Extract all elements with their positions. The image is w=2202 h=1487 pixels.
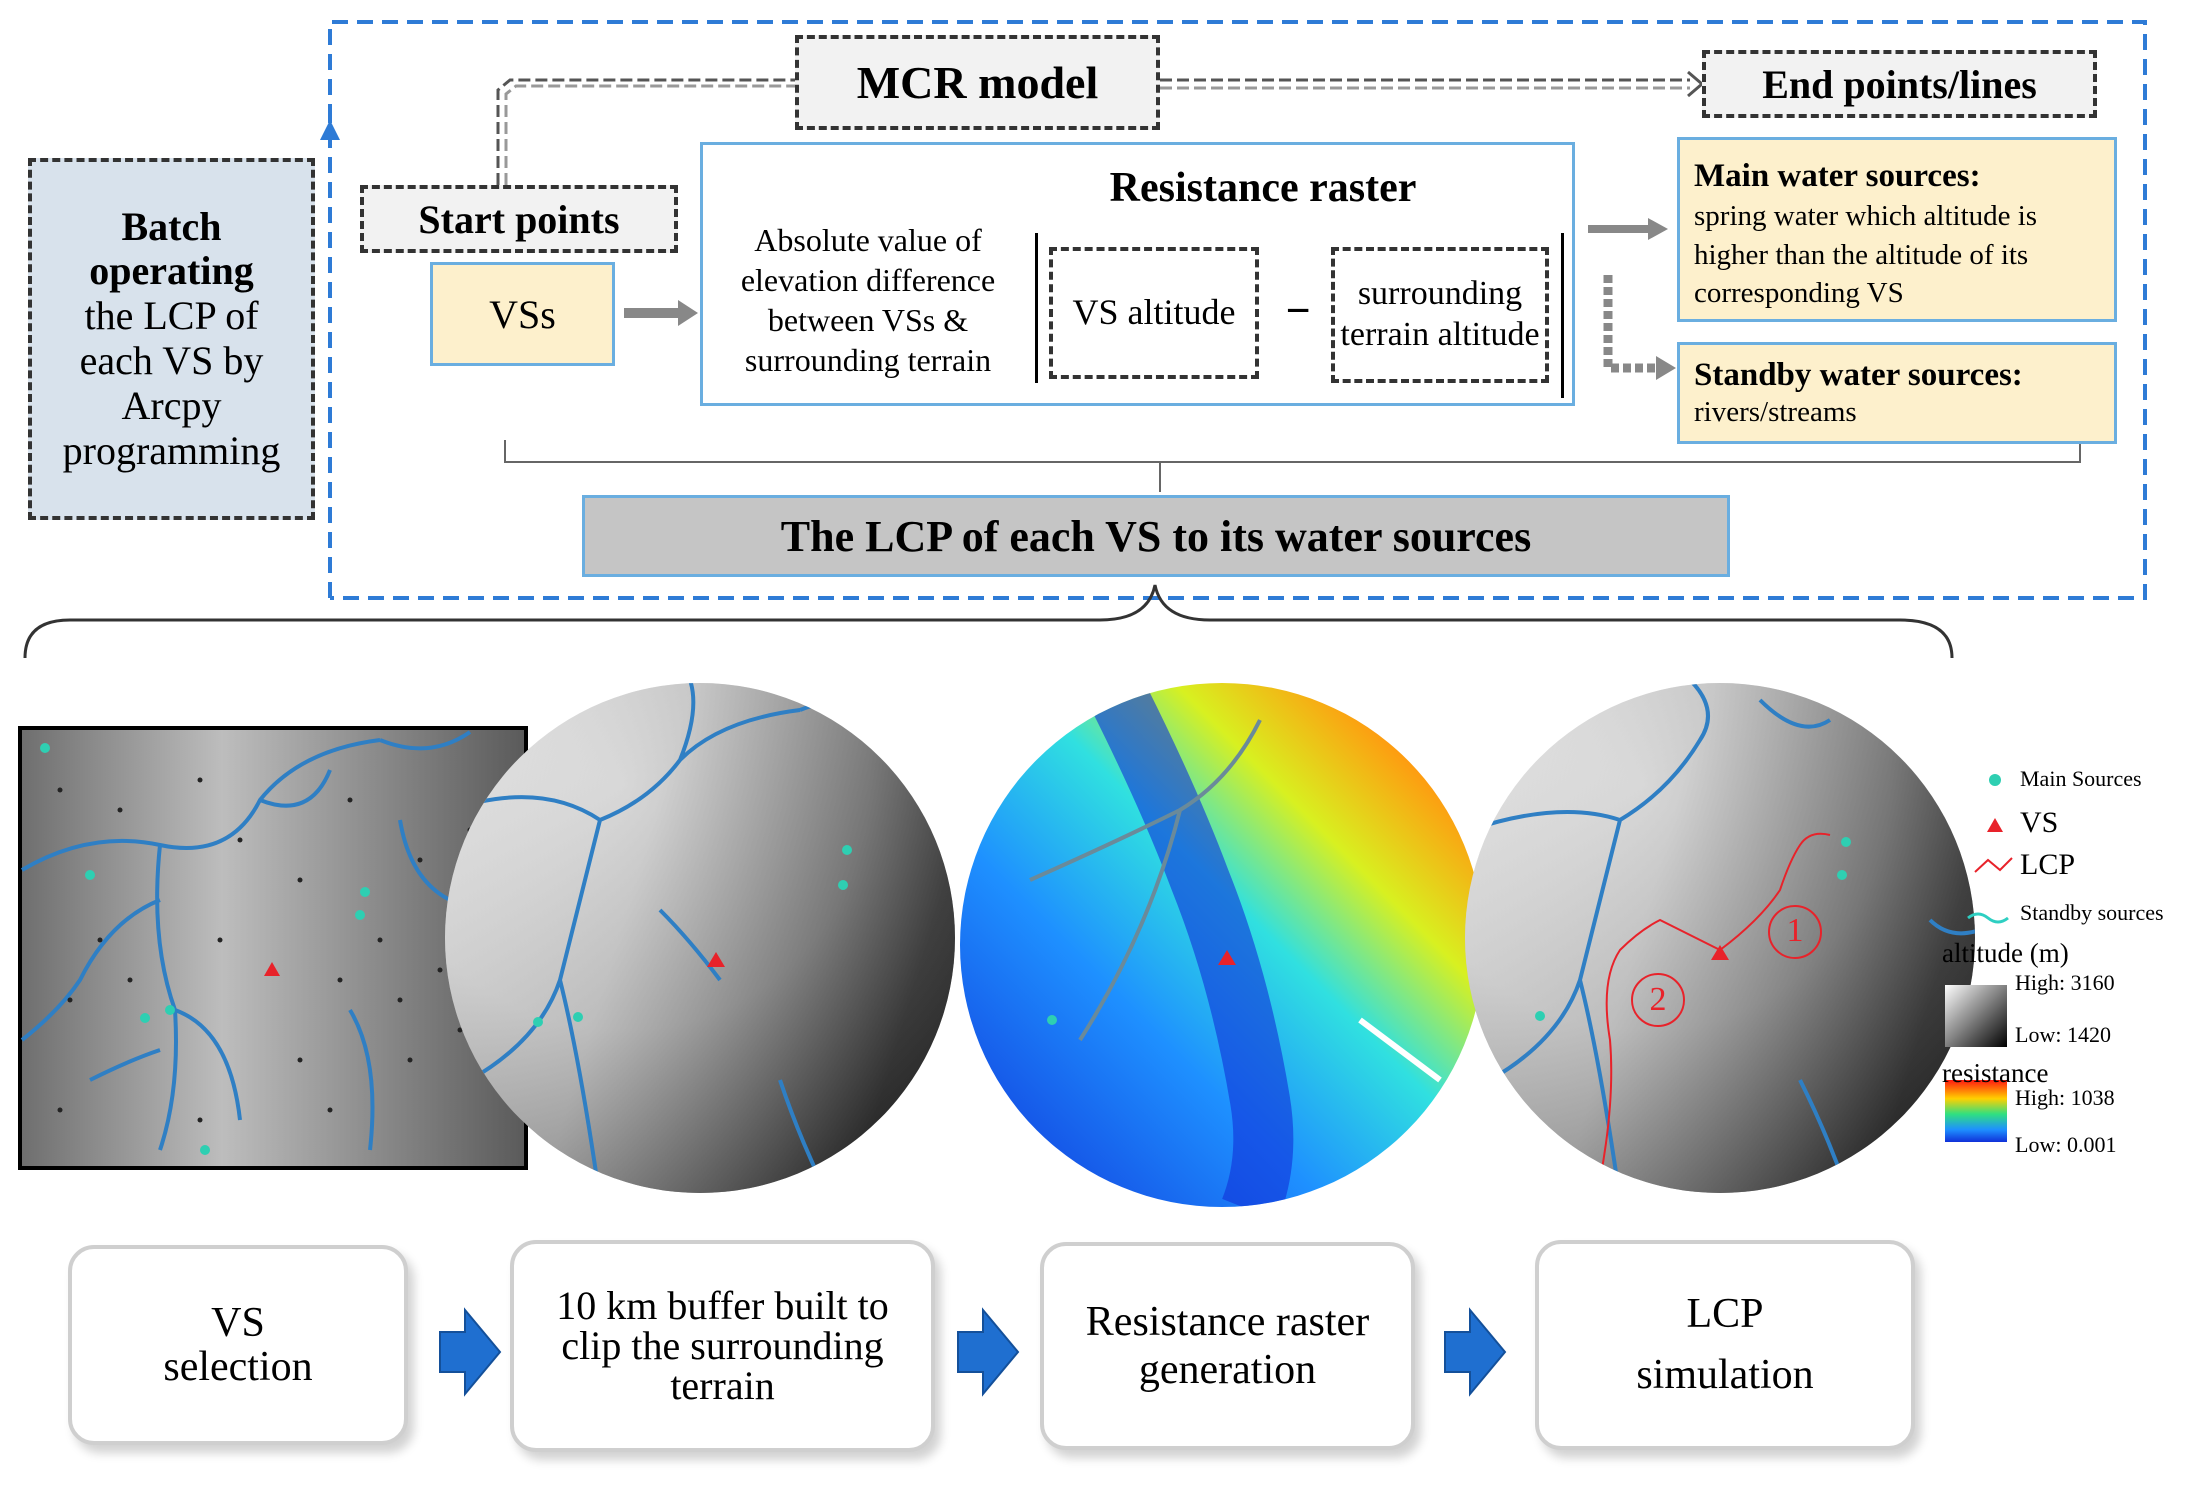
arrow-2 — [957, 1307, 1020, 1397]
start-points-box: Start points — [360, 185, 678, 253]
lcp-result-bar: The LCP of each VS to its water sources — [582, 495, 1730, 577]
legend-altitude-title: altitude (m) — [1942, 938, 2069, 968]
surrounding-altitude-box: surrounding terrain altitude — [1331, 247, 1549, 383]
standby-sources-title: Standby water sources: — [1694, 357, 2023, 393]
resistance-raster-map — [960, 683, 1484, 1207]
legend-altitude-low: Low: 1420 — [2015, 1022, 2111, 1047]
arrow-1 — [439, 1307, 502, 1397]
arrow-3 — [1444, 1307, 1507, 1397]
curly-brace — [23, 584, 1954, 659]
batch-text: the LCP of each VS by Arcpy programming — [62, 293, 281, 473]
batch-bold: Batch operating — [89, 203, 254, 294]
resistance-title: Resistance raster — [1109, 165, 1417, 211]
vs-altitude-box: VS altitude — [1049, 247, 1259, 379]
legend-main-sources: Main Sources — [2020, 766, 2142, 791]
main-sources-desc: spring water which altitude is higher th… — [1694, 200, 2038, 310]
batch-box: Batch operating the LCP of each VS by Ar… — [28, 158, 315, 520]
legend-vs: VS — [2020, 806, 2059, 839]
minus-sign: − — [1285, 285, 1311, 335]
step-lcp-simulation: LCP simulation — [1535, 1240, 1915, 1450]
main-water-sources-box: Main water sources: spring water which a… — [1677, 137, 2117, 322]
standby-water-sources-box: Standby water sources: rivers/streams — [1677, 342, 2117, 444]
step-buffer: 10 km buffer built to clip the surroundi… — [510, 1240, 935, 1452]
top-frame — [320, 20, 2147, 600]
legend-standby: Standby sources — [2020, 900, 2164, 925]
buffer-clip-map — [445, 683, 955, 1193]
step-resistance: Resistance raster generation — [1040, 1242, 1415, 1450]
map-panels — [18, 683, 2013, 1207]
vss-box: VSs — [430, 262, 615, 366]
mcr-model-box: MCR model — [795, 35, 1160, 130]
legend-lcp: LCP — [2020, 848, 2076, 881]
end-points-box: End points/lines — [1702, 50, 2097, 118]
route-label-1: 1 — [1786, 912, 1804, 949]
resistance-description: Absolute value of elevation difference b… — [740, 222, 996, 378]
step-arrows — [439, 1307, 1507, 1397]
legend-resistance-low: Low: 0.001 — [2015, 1132, 2117, 1157]
step-vs-selection: VS selection — [68, 1245, 408, 1445]
legend-resistance-high: High: 1038 — [2015, 1085, 2115, 1110]
abs-bar-right — [1561, 233, 1564, 398]
main-sources-title: Main water sources: — [1694, 158, 1981, 194]
route-label-2: 2 — [1649, 981, 1667, 1018]
resistance-raster-box: Resistance raster Absolute value of elev… — [700, 142, 1575, 406]
standby-sources-desc: rivers/streams — [1694, 396, 1857, 428]
abs-bar-left — [1035, 233, 1038, 383]
lcp-simulation-map — [1465, 683, 1975, 1193]
legend-resistance-title: resistance — [1942, 1058, 2049, 1088]
legend-graphics — [1945, 774, 2013, 1142]
legend-altitude-high: High: 3160 — [2015, 970, 2115, 995]
vs-selection-map — [18, 726, 528, 1170]
